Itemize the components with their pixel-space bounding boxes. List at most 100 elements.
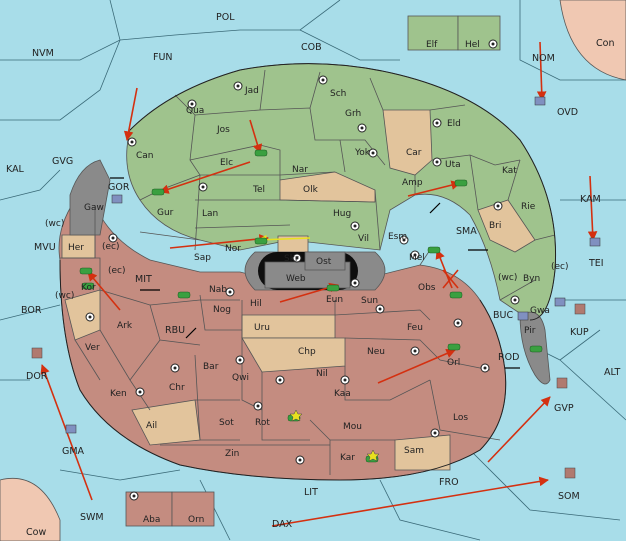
province-orn[interactable]: [171, 491, 215, 527]
label-rod: ROD: [498, 352, 519, 363]
svg-text:Tel: Tel: [252, 185, 265, 195]
svg-text:Ail: Ail: [146, 421, 157, 431]
label-fro: FRO: [439, 477, 459, 488]
passage-arrows: [110, 177, 520, 369]
province-olk[interactable]: [279, 171, 376, 203]
order-arrows: [40, 41, 598, 527]
svg-text:Skr: Skr: [284, 254, 299, 264]
svg-text:Hel: Hel: [465, 40, 480, 50]
label-con: Con: [596, 38, 614, 49]
label-gvg: GVG: [52, 156, 73, 167]
label-nom: NOM: [532, 53, 555, 64]
svg-text:Elf: Elf: [426, 40, 438, 50]
label-gor: GOR: [108, 182, 130, 193]
island-cow[interactable]: [0, 478, 61, 541]
label-sma: SMA: [456, 226, 477, 237]
svg-text:Esm: Esm: [388, 232, 407, 242]
svg-text:Yok: Yok: [354, 148, 371, 158]
label-cob: COB: [301, 42, 322, 53]
svg-text:Kar: Kar: [340, 453, 355, 463]
svg-text:Lan: Lan: [202, 209, 218, 219]
sea-labels: POL NVM FUN COB NOM Con OVD KAL GVG GOR …: [6, 12, 620, 538]
province-elf[interactable]: [407, 15, 459, 51]
label-pol: POL: [216, 12, 235, 23]
svg-text:Nab: Nab: [209, 285, 227, 295]
svg-text:(ec): (ec): [108, 266, 126, 276]
svg-text:Kat: Kat: [502, 166, 517, 176]
label-mit: MIT: [135, 274, 152, 285]
label-dor: DOR: [26, 371, 48, 382]
label-rbu: RBU: [165, 325, 185, 336]
svg-text:(wc): (wc): [55, 291, 74, 301]
svg-text:Obs: Obs: [418, 283, 436, 293]
svg-text:Qua: Qua: [186, 106, 204, 116]
svg-text:Chr: Chr: [169, 383, 185, 393]
label-swm: SWM: [80, 512, 104, 523]
svg-text:Eun: Eun: [326, 295, 343, 305]
label-som: SOM: [558, 491, 580, 502]
label-nvm: NVM: [32, 48, 54, 59]
svg-text:Chp: Chp: [298, 347, 316, 357]
svg-text:Kor: Kor: [81, 283, 96, 293]
svg-text:Elc: Elc: [220, 158, 233, 168]
svg-text:Orn: Orn: [188, 515, 204, 525]
svg-text:Nar: Nar: [292, 165, 308, 175]
svg-text:Jos: Jos: [216, 125, 230, 135]
svg-text:Sch: Sch: [330, 89, 346, 99]
label-fun: FUN: [153, 52, 173, 63]
label-gma: GMA: [62, 446, 85, 457]
capture-stars: [289, 409, 380, 462]
label-mvu: MVU: [34, 242, 56, 253]
svg-text:Bri: Bri: [489, 221, 501, 231]
label-bor: BOR: [21, 305, 42, 316]
svg-text:(ec): (ec): [551, 262, 569, 272]
province-borders: [60, 69, 556, 475]
label-dax: DAX: [272, 519, 293, 530]
svg-text:Gaw: Gaw: [84, 203, 104, 213]
red-province-labels: Kor Nab Web Ost Obs Hil Eun Sun Nog Gwa …: [81, 257, 550, 525]
svg-text:Her: Her: [68, 243, 84, 253]
svg-text:Ken: Ken: [110, 389, 127, 399]
svg-text:Car: Car: [406, 148, 422, 158]
svg-text:Byn: Byn: [523, 274, 540, 284]
label-ovd: OVD: [557, 107, 578, 118]
svg-text:Ark: Ark: [117, 321, 133, 331]
label-kam: KAM: [580, 194, 601, 205]
province-car[interactable]: [382, 109, 433, 176]
svg-text:Grh: Grh: [345, 109, 361, 119]
svg-text:Zin: Zin: [225, 449, 239, 459]
svg-text:Uru: Uru: [254, 323, 270, 333]
svg-text:Sam: Sam: [404, 446, 424, 456]
svg-text:Pir: Pir: [524, 326, 536, 336]
label-kup: KUP: [570, 327, 589, 338]
province-gaw[interactable]: [69, 159, 111, 236]
svg-text:Sap: Sap: [194, 253, 211, 263]
province-bri[interactable]: [477, 199, 536, 253]
svg-text:Sot: Sot: [219, 418, 234, 428]
svg-text:Orl: Orl: [447, 358, 460, 368]
svg-text:(wc): (wc): [498, 273, 517, 283]
svg-text:Aba: Aba: [143, 515, 160, 525]
label-gvp: GVP: [554, 403, 574, 414]
label-lit: LIT: [304, 487, 318, 498]
svg-text:Sun: Sun: [361, 296, 378, 306]
svg-text:(wc): (wc): [45, 219, 64, 229]
label-tei: TEI: [588, 258, 604, 269]
province-ost[interactable]: [304, 251, 346, 271]
svg-text:Vil: Vil: [358, 234, 369, 244]
units: [31, 96, 601, 479]
svg-text:Can: Can: [136, 151, 154, 161]
province-sam[interactable]: [394, 434, 451, 471]
svg-text:Rie: Rie: [521, 202, 536, 212]
svg-text:Neu: Neu: [367, 347, 385, 357]
svg-text:Rot: Rot: [255, 418, 270, 428]
svg-text:Amp: Amp: [402, 178, 423, 188]
svg-text:Nor: Nor: [225, 244, 241, 254]
svg-text:Jad: Jad: [244, 86, 259, 96]
svg-text:Kaa: Kaa: [334, 389, 351, 399]
svg-text:Ost: Ost: [316, 257, 332, 267]
svg-text:Hug: Hug: [333, 209, 351, 219]
svg-text:(ec): (ec): [102, 242, 120, 252]
svg-text:Ver: Ver: [85, 343, 100, 353]
svg-text:Gwa: Gwa: [530, 306, 550, 316]
